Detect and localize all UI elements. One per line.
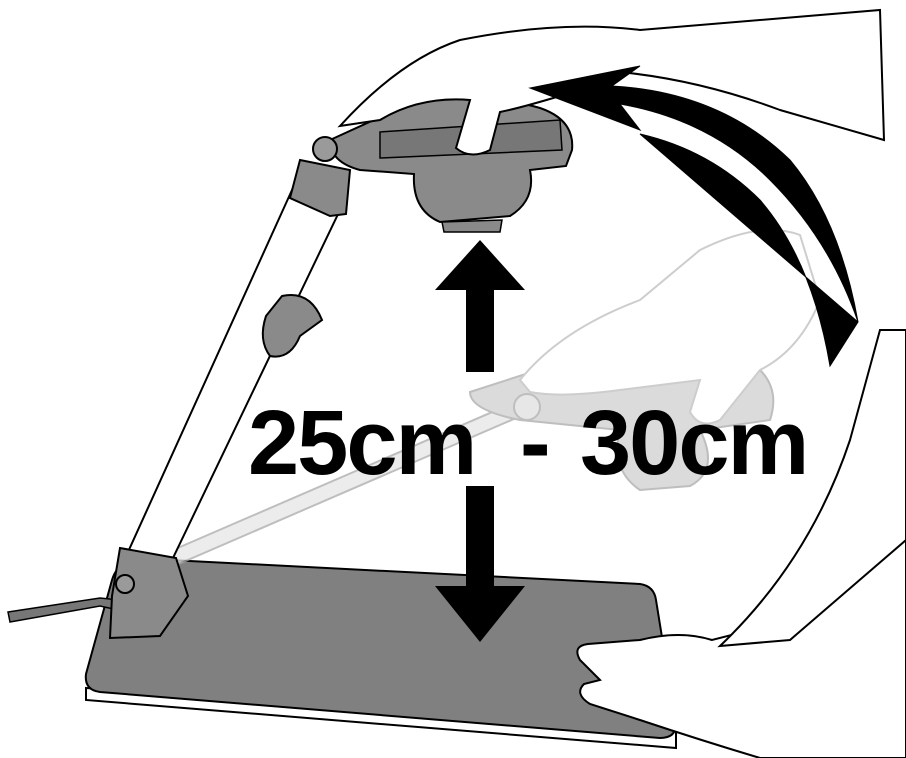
vertical-double-arrow-icon xyxy=(435,240,525,642)
camera-head-lowered-ghost xyxy=(148,229,822,574)
hand-top xyxy=(337,8,886,156)
support-arm xyxy=(126,158,352,562)
arm-base-mount xyxy=(108,546,190,640)
sleeve-right xyxy=(717,329,906,648)
curved-rotation-arrow-icon xyxy=(528,65,859,368)
